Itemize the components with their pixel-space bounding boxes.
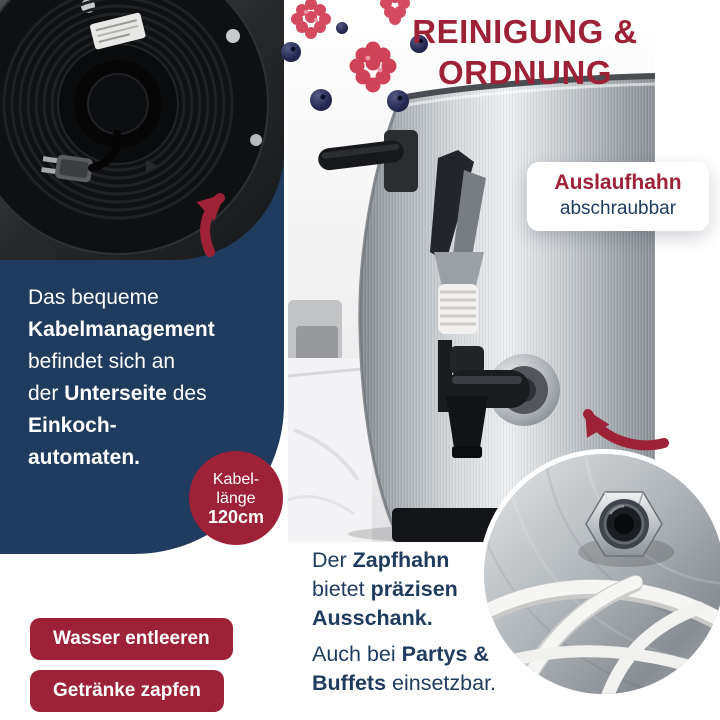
badge-value: 120cm (207, 506, 265, 527)
power-cable (88, 130, 122, 172)
berries-icon (281, 0, 428, 112)
panel-text-line: Das bequeme (28, 286, 159, 309)
cable-management-panel: Das bequeme Kabelmanagement befindet sic… (0, 0, 284, 554)
device-label (90, 12, 146, 50)
tap-callout-subtitle: abschraubbar (559, 198, 677, 219)
panel-text-line: befindet sich an (28, 350, 176, 373)
tap-text-line: Auch bei Partys & (312, 642, 489, 666)
tap-spigot (438, 340, 560, 458)
tap-nut-inset-photo (479, 449, 720, 699)
tap-text-line: bietet präzisen (312, 577, 458, 601)
cable-length-badge: Kabel- länge 120cm (189, 451, 283, 545)
tap-parts (430, 150, 486, 334)
marble-counter (288, 300, 373, 542)
raspberry-icon (349, 41, 397, 93)
tap-callout-card: Auslaufhahn abschraubbar (527, 162, 709, 231)
tap-description-text: Der Zapfhahn bietet präzisen Ausschank. … (312, 546, 496, 698)
raspberry-icon (291, 0, 331, 39)
device-disc (0, 0, 269, 255)
tap-text-line: Der Zapfhahn (312, 548, 450, 572)
badge-wasser-entleeren: Wasser entleeren (30, 618, 233, 660)
cable-management-text: Das bequeme Kabelmanagement befindet sic… (28, 282, 215, 474)
power-plug (41, 154, 93, 183)
arrow-marking (146, 160, 158, 172)
tap-text-line: Ausschank. (312, 606, 433, 630)
tap-text-line: Buffets einsetzbar. (312, 671, 497, 695)
title-line-1: REINIGUNG & (412, 13, 638, 50)
blueberry-icon (281, 22, 428, 112)
panel-text-line: Einkoch- (28, 414, 117, 437)
badge-line-1: Kabel- (212, 470, 260, 488)
hex-nut (578, 491, 674, 567)
panel-text-line: der Unterseite des (28, 382, 207, 405)
tap-callout-title: Auslaufhahn (554, 171, 682, 194)
page-title: REINIGUNG & ORDNUNG (393, 11, 657, 93)
panel-text-line: Kabelmanagement (28, 318, 215, 341)
raspberry-icon (380, 0, 410, 25)
panel-text-line: automaten. (28, 446, 141, 469)
badge-line-2: länge (216, 489, 256, 507)
title-line-2: ORDNUNG (438, 54, 612, 91)
lever-handle (318, 130, 418, 192)
badge-getraenke-zapfen: Getränke zapfen (30, 670, 224, 712)
device-underside-photo (0, 0, 284, 260)
